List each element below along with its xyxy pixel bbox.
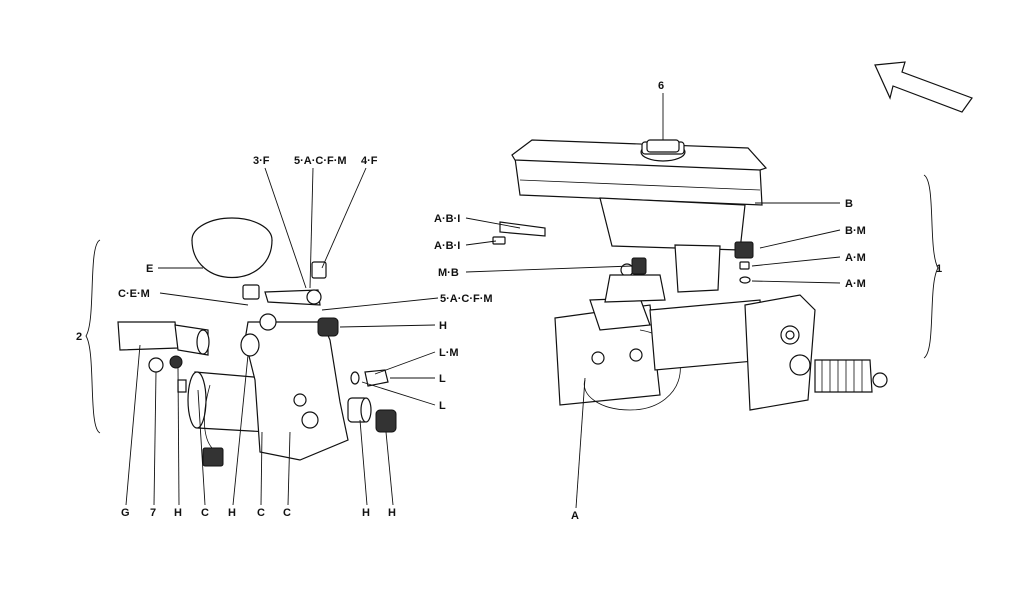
banjo-fitting	[264, 261, 327, 306]
master-cylinder-unit	[554, 257, 888, 411]
pump-motor	[187, 371, 269, 467]
label-a: A	[571, 510, 579, 522]
label-bottom-g: G	[121, 507, 130, 519]
label-cem: C·E·M	[118, 288, 150, 300]
bracket-1	[923, 174, 939, 359]
label-bottom-7: 7	[150, 507, 156, 519]
label-4f: 4·F	[361, 155, 378, 167]
label-1: 1	[936, 263, 942, 275]
label-5acfm-mid: 5·A·C·F·M	[440, 293, 493, 305]
label-l1: L	[439, 373, 446, 385]
label-bottom-h3: H	[362, 507, 370, 519]
label-bottom-h1: H	[174, 507, 182, 519]
label-l2: L	[439, 400, 446, 412]
label-bm: B·M	[845, 225, 866, 237]
label-am1: A·M	[845, 252, 866, 264]
bracket-2	[85, 239, 101, 434]
label-am2: A·M	[845, 278, 866, 290]
direction-arrow-icon	[874, 61, 973, 113]
label-abi1: A·B·I	[434, 213, 460, 225]
accumulator-sphere	[191, 217, 273, 300]
label-5acfm-top: 5·A·C·F·M	[294, 155, 347, 167]
label-2: 2	[76, 331, 82, 343]
label-lm: L·M	[439, 347, 459, 359]
clip-l	[350, 369, 389, 387]
pressure-switch	[117, 321, 210, 373]
label-e: E	[146, 263, 153, 275]
bracket-plate	[492, 221, 546, 245]
label-mb: M·B	[438, 267, 459, 279]
label-bottom-c2: C	[257, 507, 265, 519]
plugs-h	[177, 317, 397, 433]
label-bottom-c3: C	[283, 507, 291, 519]
valve-block	[240, 313, 372, 461]
label-h-upper: H	[439, 320, 447, 332]
label-3f: 3·F	[253, 155, 270, 167]
label-bottom-h2: H	[228, 507, 236, 519]
fitting-bm	[734, 241, 754, 284]
leader-lines	[125, 93, 841, 509]
label-bottom-h4: H	[388, 507, 396, 519]
callout-labels: 6 3·F 5·A·C·F·M 4·F E C·E·M 5·A·C·F·M H …	[76, 80, 942, 522]
label-b: B	[845, 198, 853, 210]
label-bottom-c1: C	[201, 507, 209, 519]
label-6: 6	[658, 80, 664, 92]
reservoir-cap	[646, 139, 680, 153]
label-abi2: A·B·I	[434, 240, 460, 252]
